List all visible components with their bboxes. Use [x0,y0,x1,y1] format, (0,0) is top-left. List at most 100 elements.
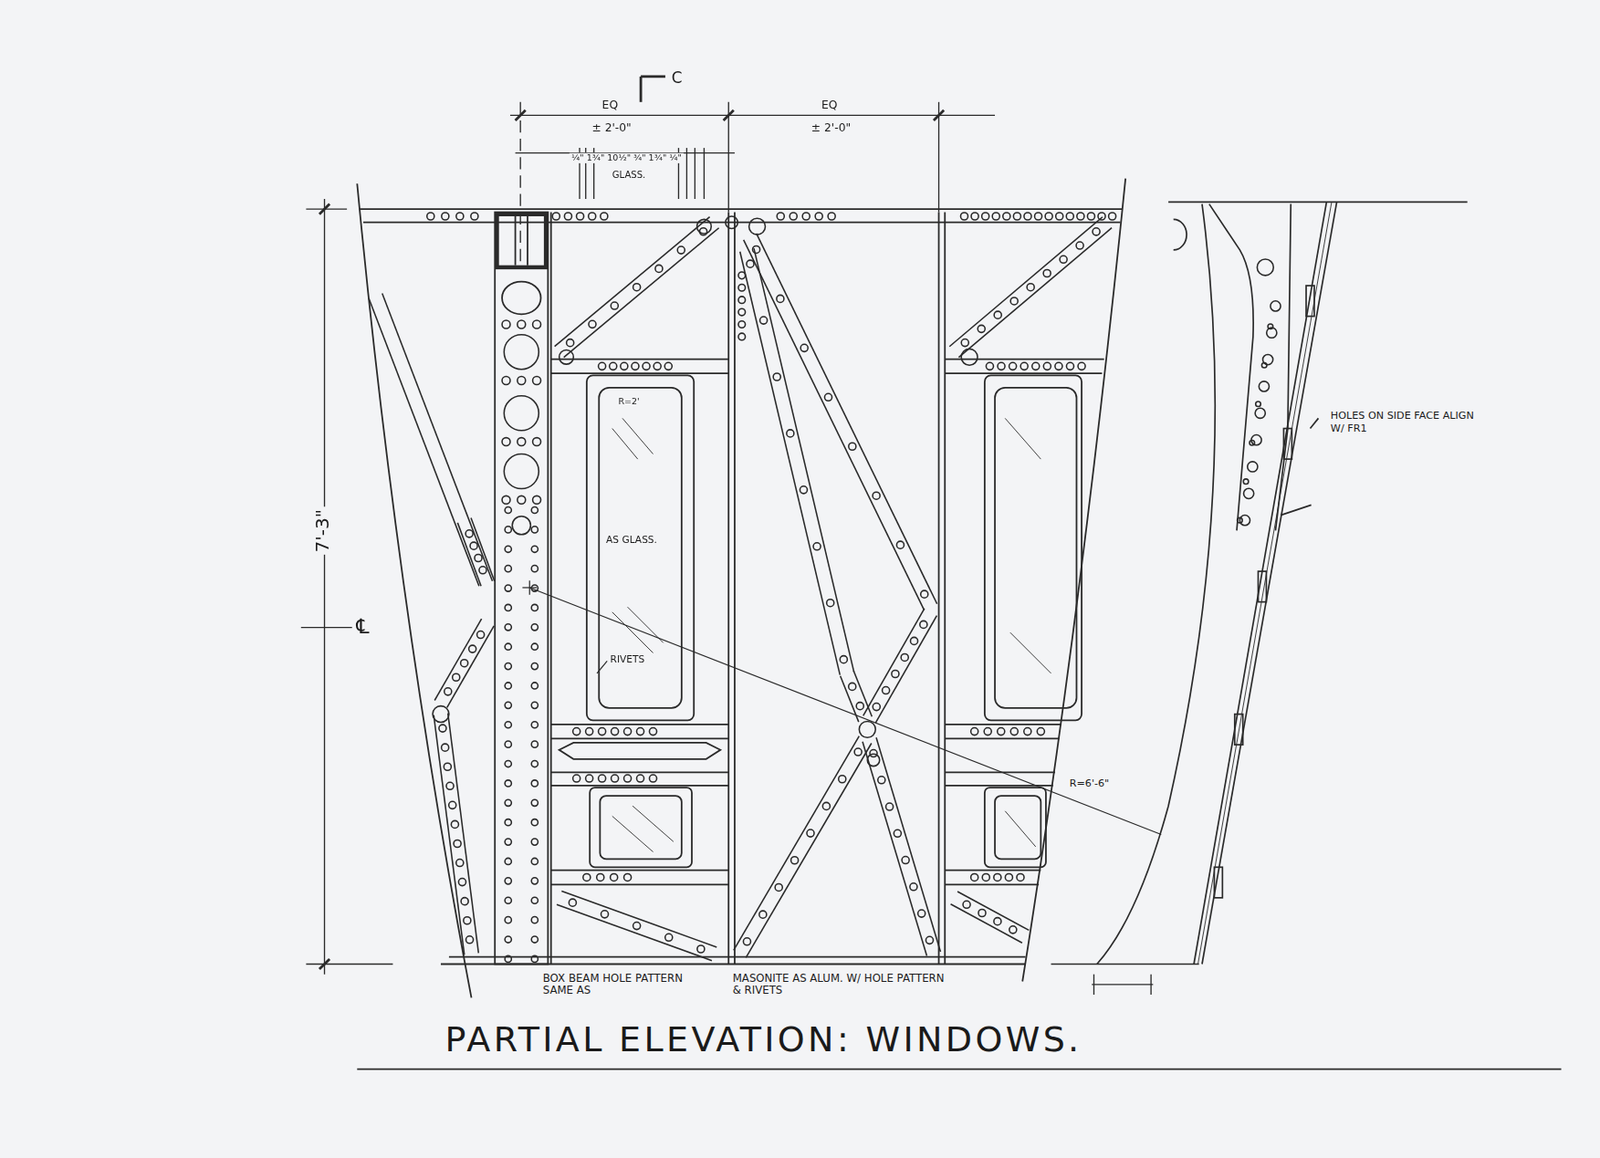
rivet [1024,728,1032,736]
rivet [456,859,464,868]
leader-lines [356,580,1561,1070]
rivet [427,212,435,220]
rivet [648,728,657,736]
rivet [588,212,597,220]
rivet [504,917,512,924]
rivet [759,910,767,919]
rivet [504,643,512,650]
rivet [826,599,835,607]
rivet [470,212,479,220]
rivet [531,917,538,924]
rivet [839,656,848,664]
rivet [893,829,901,837]
rivet [1020,362,1028,370]
rivet [449,801,457,809]
gusset-hole [697,219,712,234]
gusset-hole [432,706,450,723]
drawing-label: 7'-3" [312,506,334,555]
rivet [960,212,968,220]
rivet [624,774,632,783]
rivet [531,780,538,787]
rivet [920,620,928,628]
rivet [477,631,485,639]
rivet [648,774,657,783]
rivet [1249,439,1255,446]
gusset-hole [1256,259,1274,276]
brace-bar [876,737,941,952]
rivet [1092,228,1100,236]
rivet [504,838,512,846]
rivet [961,339,969,347]
brace-bar [564,228,720,358]
brace-bar [733,736,860,952]
rivet [531,545,538,553]
rivet [531,526,538,534]
rivet [971,873,979,881]
rivet [742,938,751,946]
rivet [611,774,619,783]
rivet [564,212,572,220]
rivet [665,933,673,942]
rivet [1016,873,1025,881]
rivet [585,774,594,783]
rivet [1066,362,1074,370]
rivet [1258,381,1269,392]
brace-bar [561,890,717,947]
drawing-label: ℄ [354,615,372,639]
brace-bar [863,608,925,716]
rivet [1045,212,1053,220]
rivet [598,362,607,370]
rivet [531,565,538,573]
rivet [872,491,880,500]
rivet [456,212,464,220]
rivet [504,565,512,573]
rivet [1055,362,1063,370]
rivet [452,673,461,681]
rivet [504,819,512,827]
gusset-hole [867,753,879,766]
rivet [566,339,575,347]
rivet [501,320,511,329]
rivet [1003,212,1011,220]
rivet [568,899,576,907]
rivet [971,212,979,220]
rivet [827,212,836,220]
rivet [815,212,823,220]
brace-bar [554,217,711,347]
brace-bar [470,517,495,581]
rivet [504,663,512,670]
brace-bar [447,626,494,708]
rivet [631,362,639,370]
rivet [738,321,746,329]
rivet [800,344,808,352]
rivet [504,780,512,787]
rivet [531,506,538,513]
brace-bar [556,904,712,961]
rivet [978,909,986,917]
rivet [611,728,619,736]
rivet [533,320,542,329]
rivet [886,803,894,811]
brace-bar [958,228,1112,358]
gusset-hole [559,349,575,365]
rivet [463,917,471,925]
rivet [746,260,754,268]
rivet [1267,324,1274,330]
rivet [458,878,466,887]
drawing-title: PARTIAL ELEVATION: WINDOWS. [440,1018,1087,1060]
rivet [1059,255,1067,263]
rivet [474,554,482,562]
rivet [620,362,628,370]
rivet [1270,301,1281,312]
rivet [533,376,542,386]
rivet [1013,212,1021,220]
rivet [504,682,512,690]
rivet [531,721,538,729]
drawing-label: RIVETS [607,654,647,666]
rivet [531,682,538,690]
rivet [1239,515,1250,526]
rivet [598,728,607,736]
rivet [637,728,645,736]
rivet [760,316,768,325]
brace-bar [743,240,925,611]
